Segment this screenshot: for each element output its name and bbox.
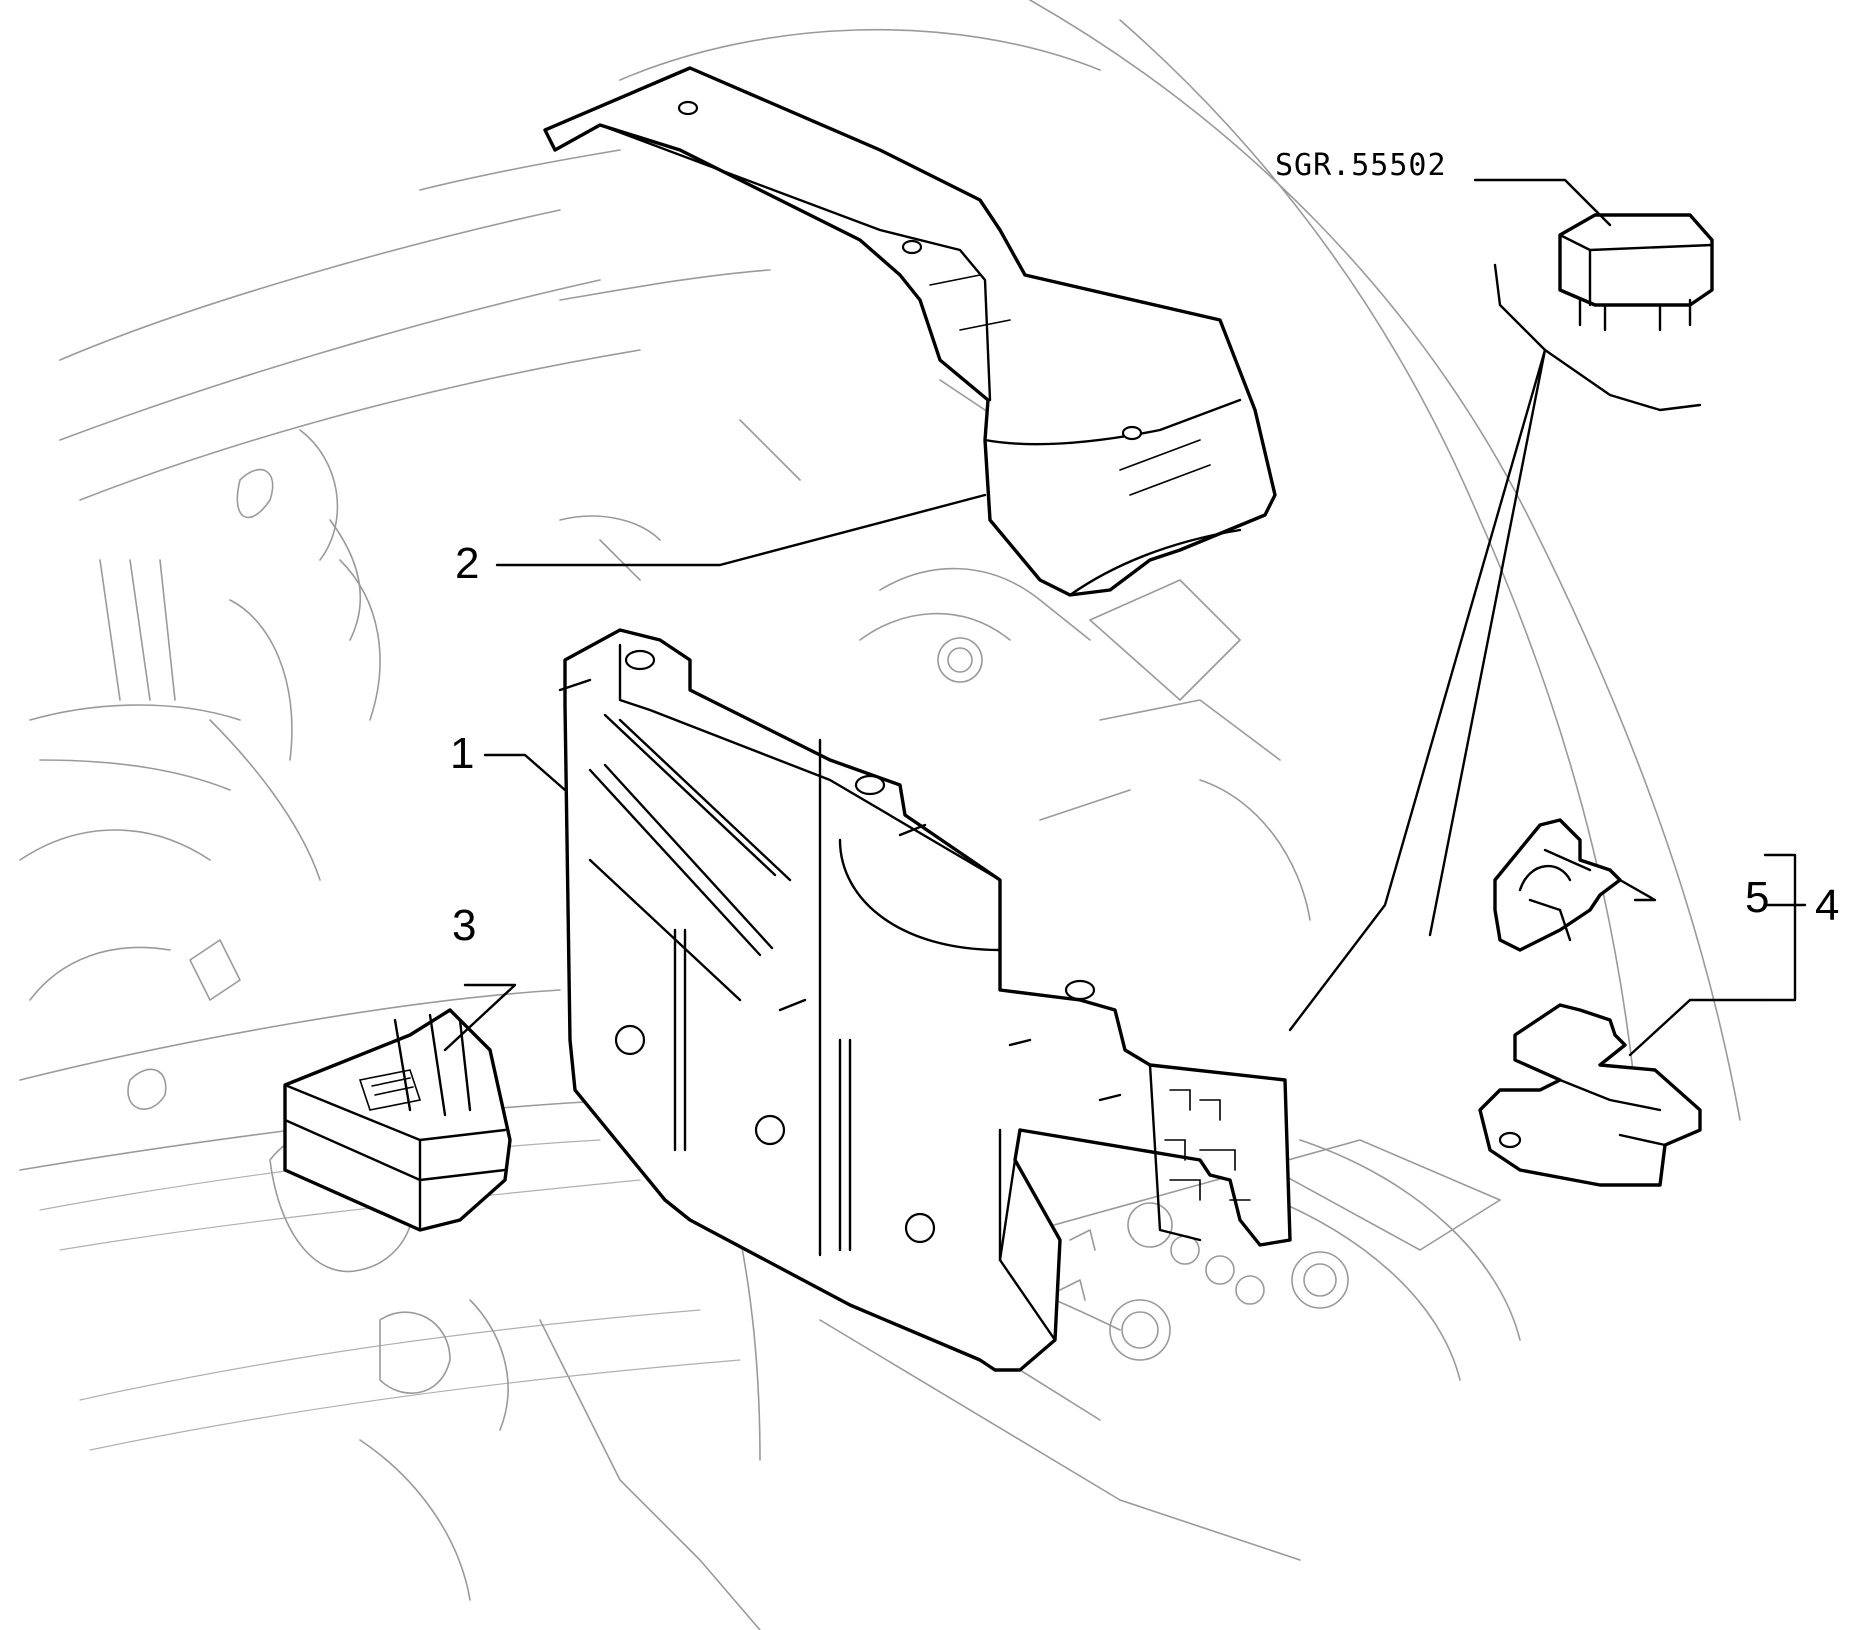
- callout-2: 2: [455, 539, 479, 588]
- callout-3: 3: [452, 901, 476, 950]
- relay-component: [1558, 213, 1714, 332]
- part-2-cover: [543, 66, 1277, 597]
- callout-4: 4: [1815, 881, 1839, 930]
- leader-relay: [1473, 178, 1612, 227]
- part-4-bracket: [1478, 1003, 1702, 1187]
- callout-5: 5: [1745, 873, 1769, 922]
- leader-4-lower: [1628, 998, 1767, 1057]
- leader-1: [483, 753, 567, 792]
- part-3-control-unit: [283, 1008, 512, 1232]
- reference-code-label: SGR.55502: [1275, 148, 1447, 183]
- callout-1: 1: [450, 729, 474, 778]
- leader-3: [443, 983, 517, 1052]
- leader-lines: [443, 178, 1807, 1057]
- callout-labels: SGR.55502 2 1 3 5 4: [450, 148, 1839, 950]
- part-5-clip: [1493, 818, 1622, 952]
- relay-pointer-right: [1543, 348, 1702, 412]
- bracket-4: [1763, 853, 1797, 1002]
- leader-5: [1618, 878, 1657, 902]
- leader-2: [495, 493, 987, 567]
- relay-pointer-mid: [1428, 348, 1547, 937]
- part-1-bracket: [558, 628, 1292, 1372]
